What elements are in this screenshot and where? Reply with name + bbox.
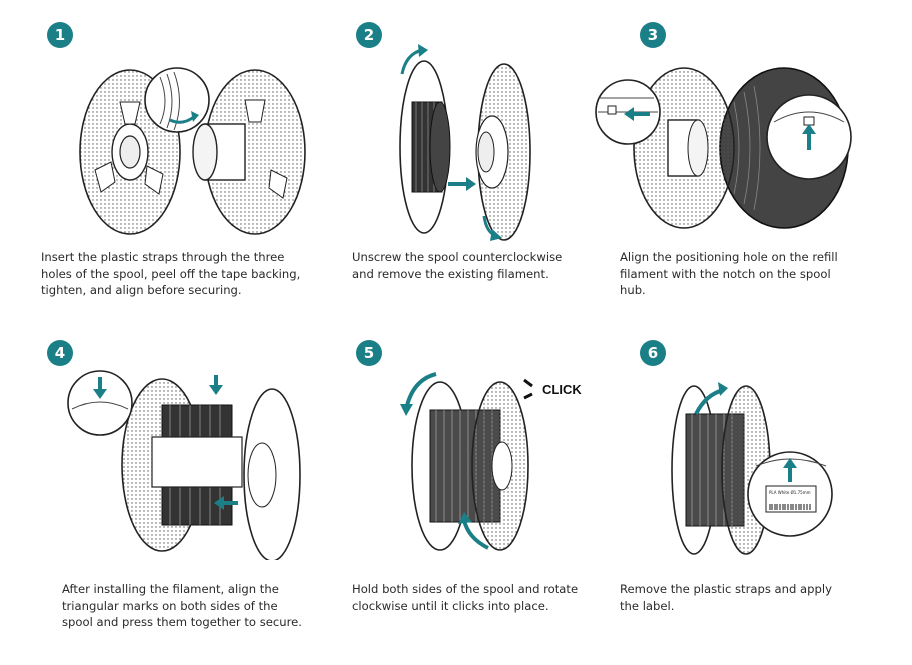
step-6-caption: Remove the plastic straps and apply the … — [620, 582, 832, 613]
click-mark-icon — [523, 378, 533, 400]
step-3-badge: 3 — [640, 22, 666, 48]
step-4-illustration — [67, 370, 301, 560]
step-5-badge: 5 — [356, 340, 382, 366]
product-label-text: PLA White Ø1.75mm — [769, 490, 811, 495]
step-2-illustration — [399, 44, 531, 241]
step-6-illustration — [671, 382, 833, 555]
step-2-caption: Unscrew the spool counterclockwise and r… — [352, 250, 563, 281]
step-3-caption: Align the positioning hole on the refill… — [620, 250, 838, 297]
step-1-badge: 1 — [47, 22, 73, 48]
step-4-caption: After installing the filament, align the… — [62, 582, 302, 629]
step-5-illustration — [400, 372, 529, 551]
step-4-badge: 4 — [47, 340, 73, 366]
step-3-illustration — [595, 67, 852, 229]
step-1-illustration — [79, 67, 306, 235]
step-5-caption: Hold both sides of the spool and rotate … — [352, 582, 579, 613]
step-1-caption: Insert the plastic straps through the th… — [41, 250, 301, 297]
step-2-badge: 2 — [356, 22, 382, 48]
step-6-badge: 6 — [640, 340, 666, 366]
click-label: CLICK — [542, 382, 582, 397]
